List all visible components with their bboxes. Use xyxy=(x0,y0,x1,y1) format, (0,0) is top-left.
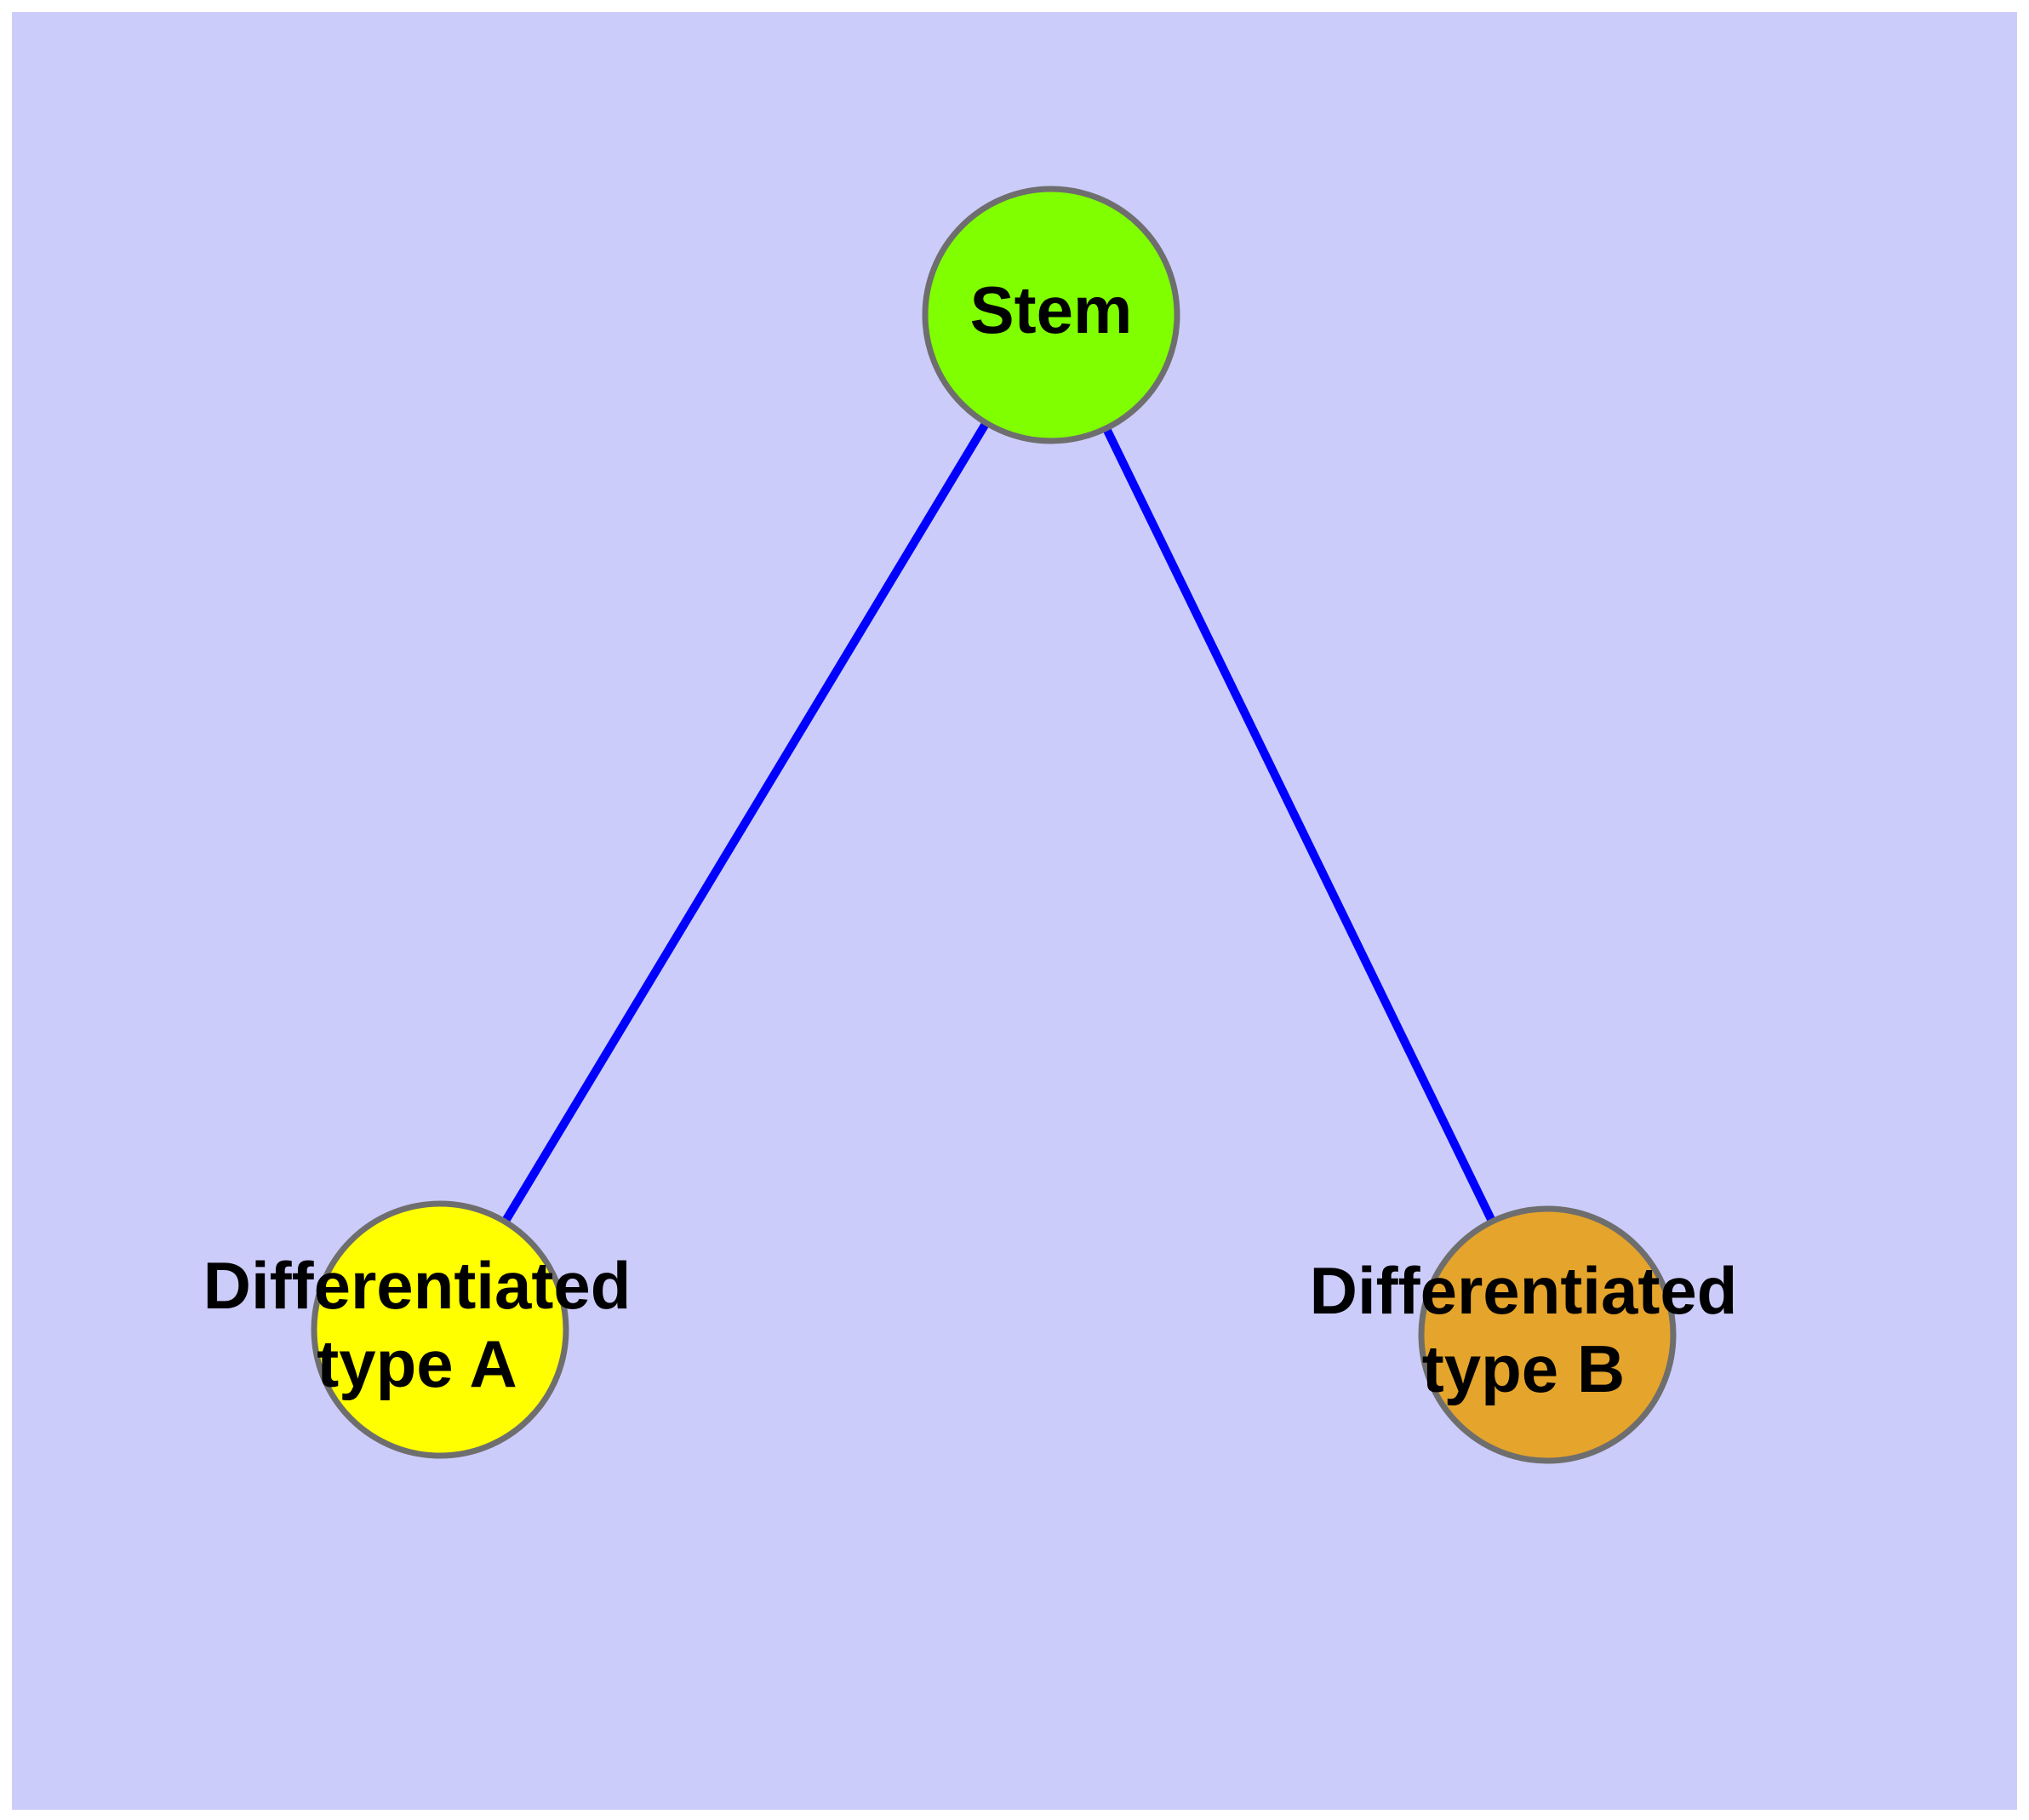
edges-layer xyxy=(501,421,1496,1224)
nodes-layer xyxy=(311,186,1677,1464)
graph-node-diff_a[interactable] xyxy=(311,1200,569,1459)
node-label-stem: Stem xyxy=(970,272,1133,347)
node-label-line: Differentiated xyxy=(1310,1253,1738,1328)
node-label-line: type B xyxy=(1422,1331,1625,1406)
graph-node-diff_b[interactable] xyxy=(1418,1205,1677,1464)
node-label-line: Stem xyxy=(970,272,1133,347)
node-label-line: Differentiated xyxy=(203,1248,632,1323)
node-label-line: type A xyxy=(317,1326,517,1401)
graph-edge-stem-to-diff_a[interactable] xyxy=(501,421,990,1224)
graph-edge-stem-to-diff_b[interactable] xyxy=(1102,426,1496,1224)
graph-node-stem[interactable] xyxy=(922,186,1180,444)
